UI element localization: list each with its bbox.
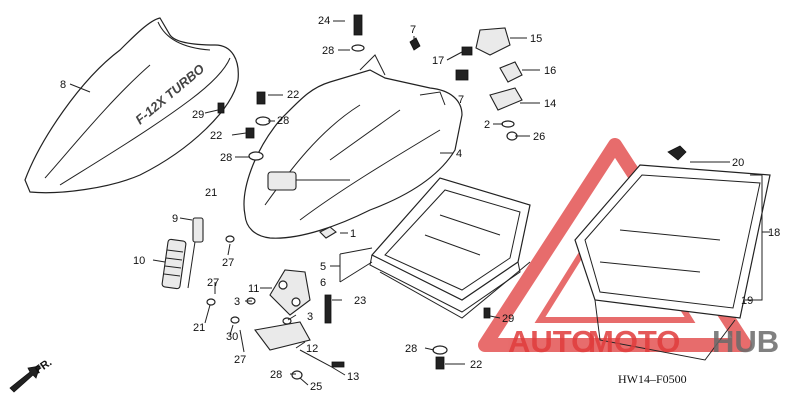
callout-22: 22	[470, 359, 482, 371]
callout-21: 21	[205, 187, 217, 199]
watermark-text: AUTO MOTO HUB	[508, 324, 779, 359]
callout-28: 28	[322, 45, 334, 57]
callout-1: 1	[350, 228, 356, 240]
callout-13: 13	[347, 371, 359, 383]
hardware-parts	[206, 14, 518, 380]
latch-part	[455, 27, 523, 111]
callout-28: 28	[405, 343, 417, 355]
callout-numbers: 8 29 24 28 7 15 17 16 7 14 2 26 22 28 22…	[60, 15, 780, 393]
storage-box-part	[369, 177, 531, 319]
callout-19: 19	[741, 295, 753, 307]
callout-29: 29	[502, 313, 514, 325]
callout-21: 21	[193, 322, 205, 334]
callout-28: 28	[220, 152, 232, 164]
storage-bin-part	[574, 145, 771, 361]
svg-text:MOTO: MOTO	[588, 324, 680, 359]
hinge-bracket-part	[254, 269, 311, 351]
callout-11: 11	[248, 283, 259, 295]
callout-16: 16	[544, 65, 556, 77]
callout-25: 25	[310, 381, 322, 393]
damper-part	[161, 238, 187, 290]
callout-6: 6	[320, 277, 326, 289]
seat-part: F-12X TURBO	[24, 17, 239, 194]
callout-27: 27	[234, 354, 246, 366]
callout-8: 8	[60, 79, 66, 91]
callout-7: 7	[410, 24, 416, 36]
callout-3: 3	[234, 296, 240, 308]
callout-24: 24	[318, 15, 330, 27]
callout-23: 23	[354, 295, 366, 307]
callout-15: 15	[530, 33, 542, 45]
callout-26: 26	[533, 131, 545, 143]
callout-17: 17	[432, 55, 444, 67]
callout-14: 14	[544, 98, 556, 110]
callout-9: 9	[172, 213, 178, 225]
direction-arrow-icon: FR.	[9, 356, 54, 393]
callout-28: 28	[270, 369, 282, 381]
callout-22: 22	[210, 130, 222, 142]
callout-29: 29	[192, 109, 204, 121]
callout-5: 5	[320, 261, 326, 273]
callout-18: 18	[768, 227, 780, 239]
callout-10: 10	[133, 255, 145, 267]
callout-30: 30	[226, 331, 238, 343]
callout-28: 28	[277, 115, 289, 127]
hull-cover-part	[243, 54, 463, 239]
callout-22: 22	[287, 89, 299, 101]
callout-20: 20	[732, 157, 744, 169]
callout-3: 3	[307, 311, 313, 323]
svg-text:AUTO: AUTO	[508, 324, 595, 359]
callout-2: 2	[484, 119, 490, 131]
callout-4: 4	[456, 148, 462, 160]
diagram-code: HW14–F0500	[618, 372, 687, 386]
svg-text:HUB: HUB	[712, 324, 779, 359]
callout-27: 27	[222, 257, 234, 269]
rod-part	[187, 217, 204, 289]
leader-lines	[69, 20, 770, 386]
callout-7: 7	[458, 94, 464, 106]
callout-27: 27	[207, 277, 219, 289]
callout-12: 12	[306, 343, 318, 355]
